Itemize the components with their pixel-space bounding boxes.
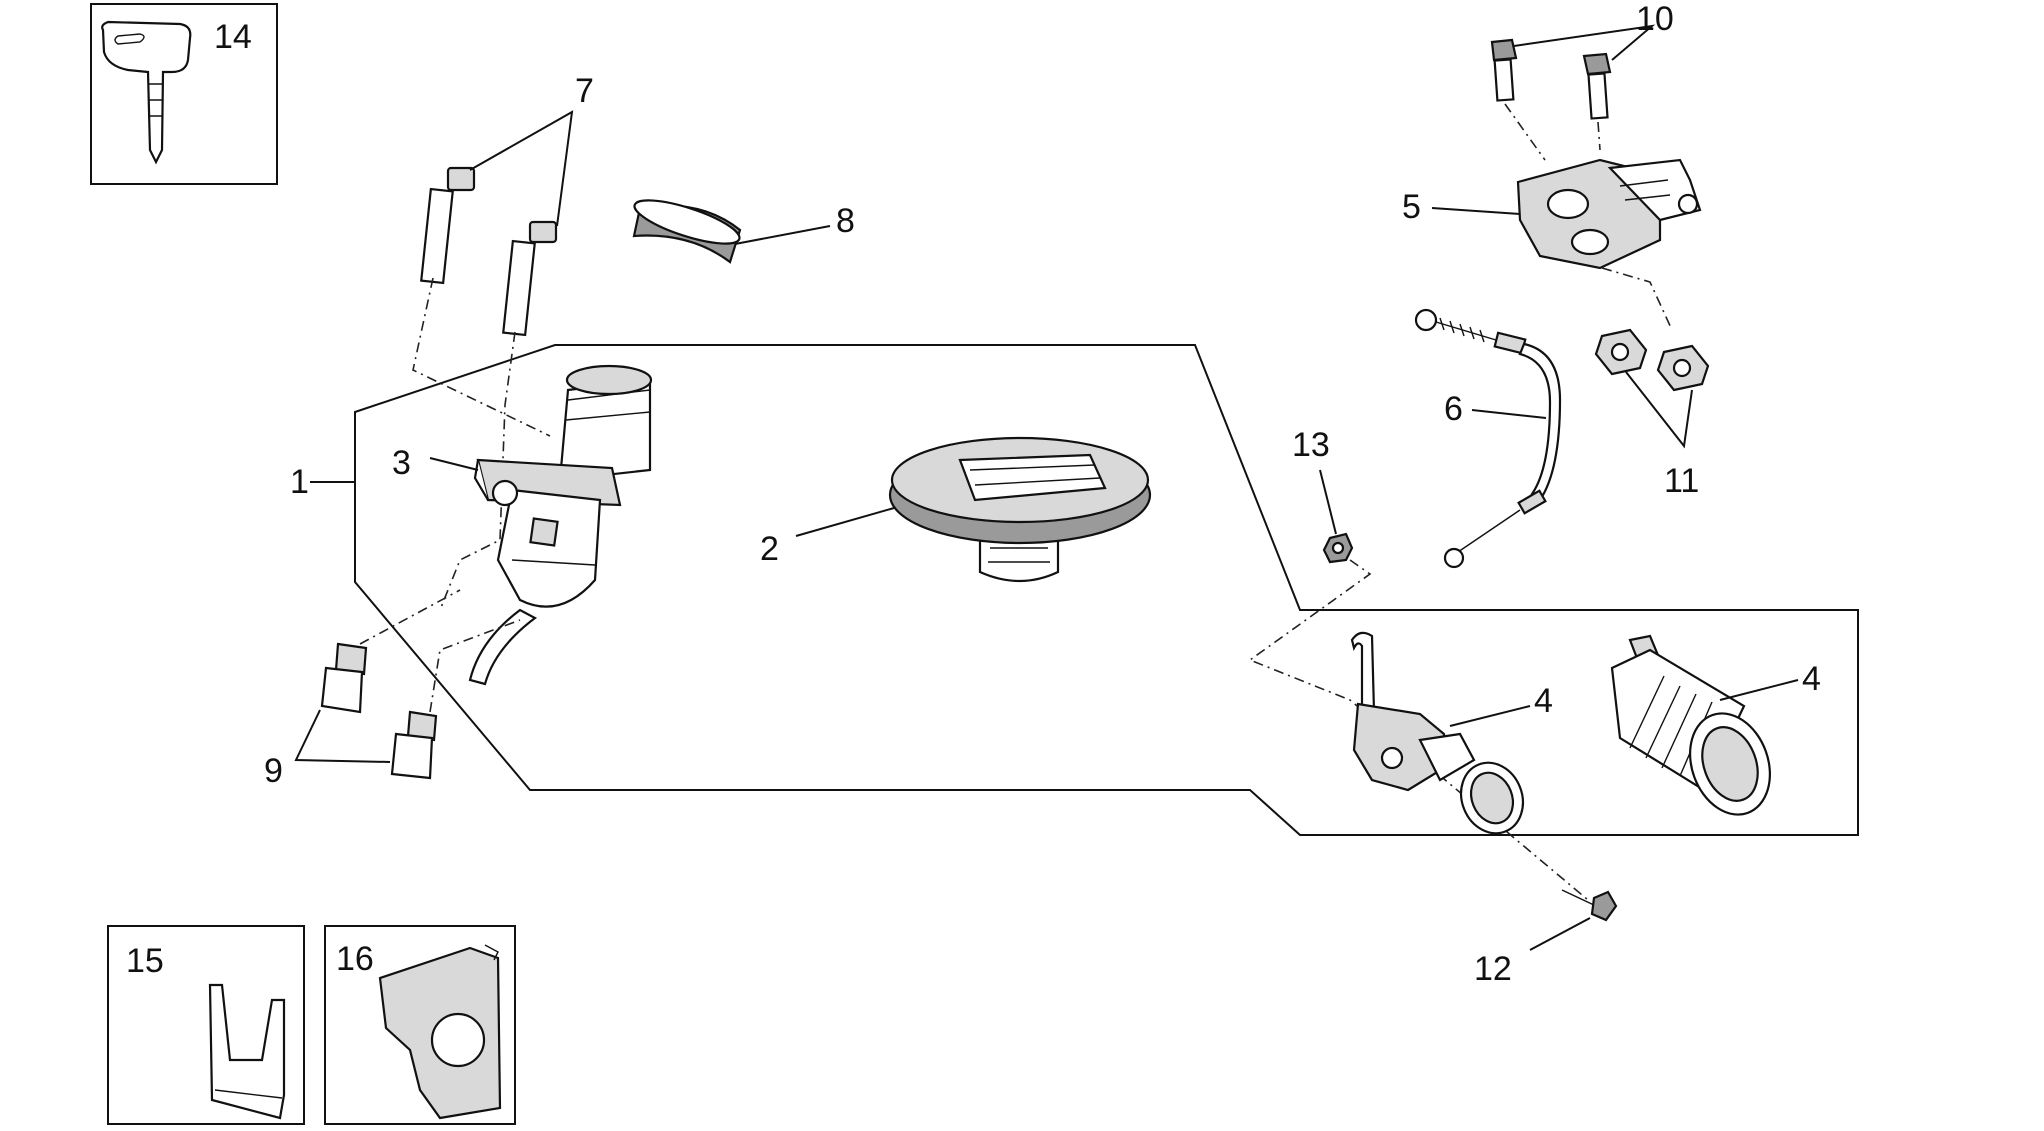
ignition-switch-icon bbox=[468, 364, 653, 686]
alignment-line bbox=[1504, 103, 1546, 161]
key-icon bbox=[101, 20, 192, 165]
lock-cylinder-4[interactable]: 4 bbox=[1610, 634, 1821, 826]
nut-13[interactable]: 13 bbox=[1292, 426, 1354, 564]
lock-bracket-5[interactable]: 5 bbox=[1402, 158, 1702, 270]
leader-10 bbox=[1513, 24, 1656, 61]
callout-15: 15 bbox=[126, 942, 164, 980]
fuel-cap-icon bbox=[888, 436, 1152, 583]
kit-outline-frame bbox=[354, 344, 1859, 836]
leader-13 bbox=[1319, 469, 1337, 535]
ignition-switch-1[interactable]: 1 3 bbox=[290, 364, 653, 686]
bolt-icon bbox=[502, 220, 558, 337]
screws-10[interactable]: 10 bbox=[1490, 0, 1674, 120]
callout-6: 6 bbox=[1444, 390, 1463, 428]
key-box[interactable]: 14 bbox=[90, 3, 278, 185]
alignment-line bbox=[412, 277, 551, 437]
seal-ring-icon bbox=[632, 199, 742, 264]
callout-13: 13 bbox=[1292, 426, 1330, 464]
leader-11 bbox=[1625, 371, 1693, 449]
leader-12 bbox=[1529, 917, 1591, 951]
leader-8 bbox=[734, 225, 831, 245]
lock-bracket-icon bbox=[1516, 158, 1702, 270]
cover-box[interactable]: 16 bbox=[324, 925, 516, 1125]
leader-3 bbox=[429, 457, 479, 471]
callout-5: 5 bbox=[1402, 188, 1421, 226]
alignment-line bbox=[429, 619, 521, 713]
seat-lock-4[interactable]: 4 bbox=[1350, 631, 1553, 843]
lock-cylinder-icon bbox=[1610, 634, 1771, 816]
clip-box[interactable]: 15 bbox=[107, 925, 305, 1125]
leader-7 bbox=[469, 110, 574, 227]
callout-7: 7 bbox=[575, 72, 594, 110]
leader-4a bbox=[1449, 705, 1531, 727]
bolts-7[interactable]: 7 bbox=[420, 72, 594, 337]
screw-12[interactable]: 12 bbox=[1474, 889, 1618, 988]
fuel-cap-2[interactable]: 2 bbox=[760, 436, 1152, 583]
callout-10: 10 bbox=[1636, 0, 1674, 38]
leader-4b bbox=[1719, 679, 1799, 701]
screw-icon bbox=[1490, 38, 1518, 102]
alignment-line bbox=[439, 331, 516, 611]
sleeve-icon bbox=[320, 642, 368, 714]
spring-clip-icon bbox=[208, 983, 286, 1120]
alignment-line bbox=[1597, 121, 1601, 151]
clips-11[interactable]: 11 bbox=[1594, 328, 1710, 500]
callout-2: 2 bbox=[760, 530, 779, 568]
callout-4b: 4 bbox=[1802, 660, 1821, 698]
cable-6[interactable]: 6 bbox=[1414, 308, 1562, 569]
nut-icon bbox=[1322, 532, 1354, 564]
ring-8[interactable]: 8 bbox=[630, 192, 855, 264]
sleeves-9[interactable]: 9 bbox=[264, 642, 438, 790]
screw-icon bbox=[1561, 889, 1618, 922]
alignment-line bbox=[359, 589, 461, 645]
callout-16: 16 bbox=[336, 940, 374, 978]
screw-icon bbox=[1582, 52, 1612, 120]
callout-1: 1 bbox=[290, 463, 309, 501]
leader-6 bbox=[1471, 409, 1547, 419]
callout-4a: 4 bbox=[1534, 682, 1553, 720]
leader-2 bbox=[795, 507, 895, 537]
callout-14: 14 bbox=[214, 18, 252, 56]
callout-11: 11 bbox=[1664, 462, 1699, 500]
release-cable-icon bbox=[1414, 308, 1562, 569]
nut-clip-icon bbox=[1594, 328, 1648, 376]
alignment-line bbox=[1601, 267, 1673, 331]
leader-9 bbox=[294, 709, 391, 763]
callout-8: 8 bbox=[836, 202, 855, 240]
callout-12: 12 bbox=[1474, 950, 1512, 988]
nut-clip-icon bbox=[1656, 344, 1710, 392]
callout-9: 9 bbox=[264, 752, 283, 790]
leader-5 bbox=[1431, 207, 1521, 215]
callout-3: 3 bbox=[392, 444, 411, 482]
bolt-icon bbox=[420, 166, 476, 285]
sleeve-icon bbox=[390, 710, 438, 780]
seat-lock-icon bbox=[1350, 631, 1525, 835]
lock-cover-plate-icon bbox=[378, 944, 502, 1120]
